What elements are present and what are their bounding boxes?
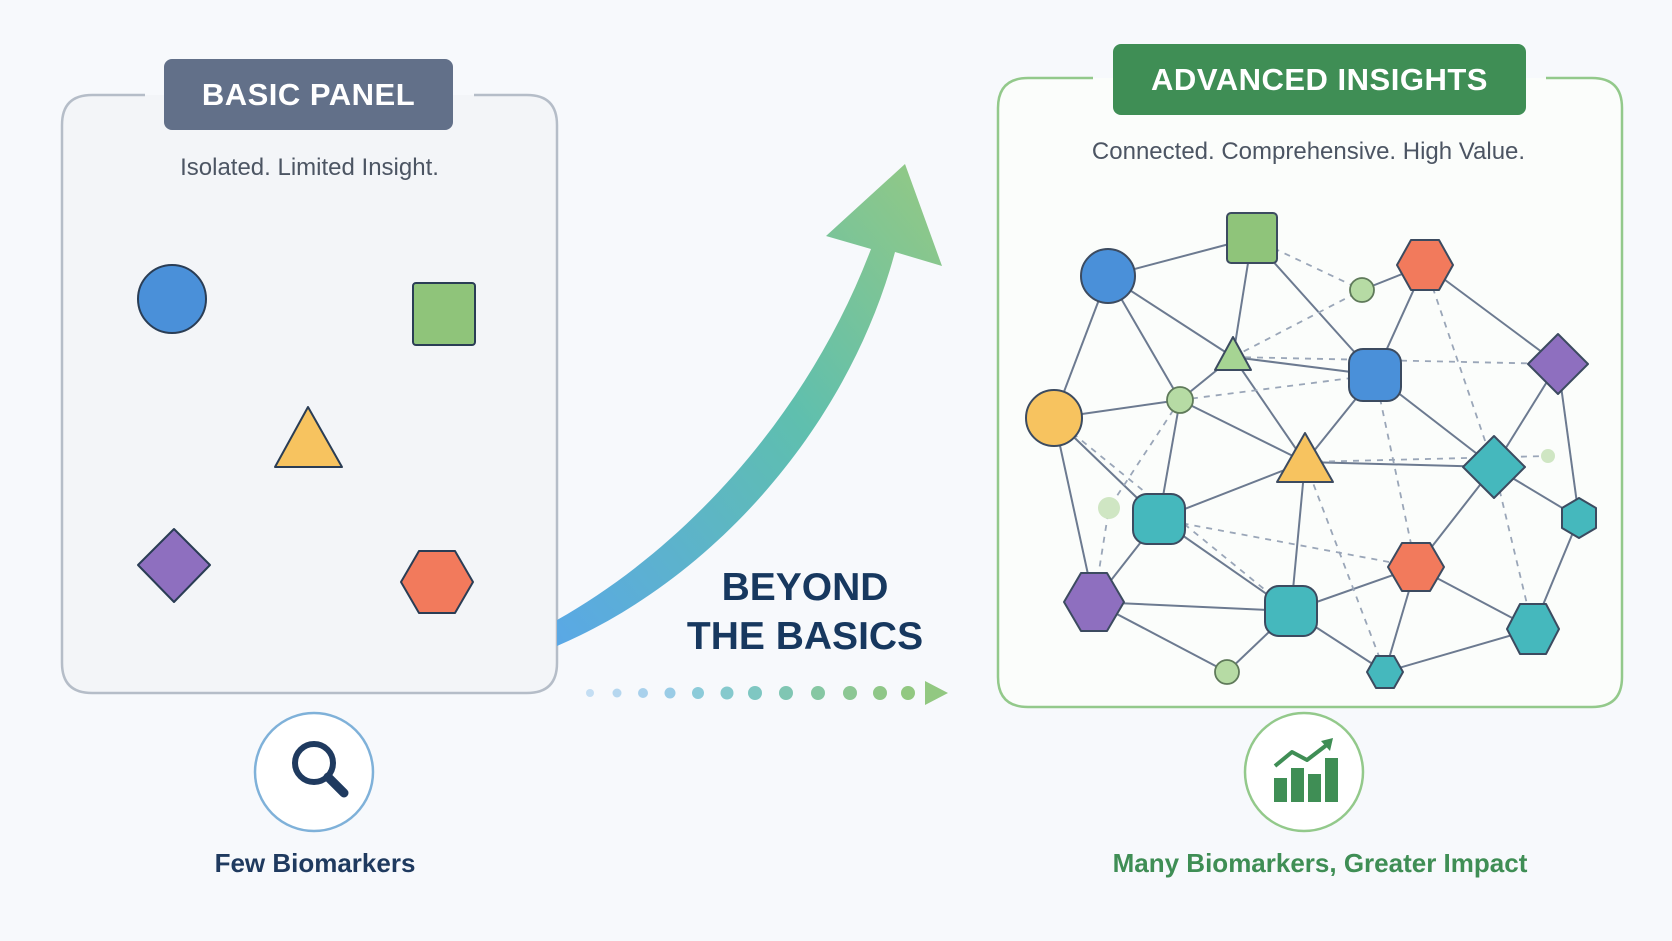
transition-line-2: THE BASICS: [686, 615, 924, 658]
basic-diamond-node: [137, 528, 211, 603]
magnifier-icon: [253, 711, 375, 833]
advanced-panel-title: ADVANCED INSIGHTS: [1113, 44, 1526, 115]
growth-arrow: [557, 164, 942, 646]
basic-panel-subtitle: Isolated. Limited Insight.: [180, 154, 439, 181]
network-teal-hexagon-node: [1561, 497, 1597, 539]
network-yellow-circle-node: [1025, 389, 1083, 447]
growth-chart-icon: [1243, 711, 1365, 833]
network-blue-rounded-node: [1348, 348, 1402, 402]
basic-triangle-node: [274, 406, 343, 468]
basic-panel-title: BASIC PANEL: [164, 59, 453, 130]
network-teal-rounded-node: [1132, 493, 1186, 545]
dotted-arrow: [586, 681, 948, 705]
network-small-node: [1349, 277, 1375, 303]
network-orange-hexagon-node: [1387, 542, 1445, 592]
network-teal-hexagon-node: [1506, 603, 1560, 655]
basic-square-node: [412, 282, 476, 346]
network-teal-diamond-node: [1462, 435, 1526, 499]
advanced-panel-frame: [996, 76, 1624, 709]
basic-footer-label: Few Biomarkers: [214, 848, 416, 878]
network-green-triangle-node: [1214, 336, 1252, 371]
basic-hexagon-node: [400, 550, 474, 614]
basic-circle-node: [137, 264, 207, 334]
network-blue-circle-node: [1080, 248, 1136, 304]
basic-panel-frame: [60, 93, 559, 695]
network-small-node: [1166, 386, 1194, 414]
basic-panel: [60, 93, 559, 695]
transition-line-1: BEYOND: [721, 566, 889, 609]
network-teal-rounded-node: [1264, 585, 1318, 637]
network-yellow-triangle-node: [1276, 432, 1334, 483]
network-purple-hexagon-node: [1063, 572, 1125, 632]
network-faint-node: [1098, 497, 1120, 519]
network-orange-hexagon-node: [1396, 239, 1454, 291]
network-teal-small-hexagon-node: [1366, 655, 1404, 689]
network-faint-node: [1541, 449, 1555, 463]
network-purple-diamond-node: [1527, 333, 1589, 395]
transition-label: BEYOND THE BASICS: [650, 563, 960, 661]
network-green-square-node: [1226, 212, 1278, 264]
advanced-footer-label: Many Biomarkers, Greater Impact: [1112, 848, 1528, 878]
network-small-node: [1214, 659, 1240, 685]
advanced-panel-subtitle: Connected. Comprehensive. High Value.: [1091, 138, 1526, 165]
advanced-panel: [996, 76, 1624, 709]
